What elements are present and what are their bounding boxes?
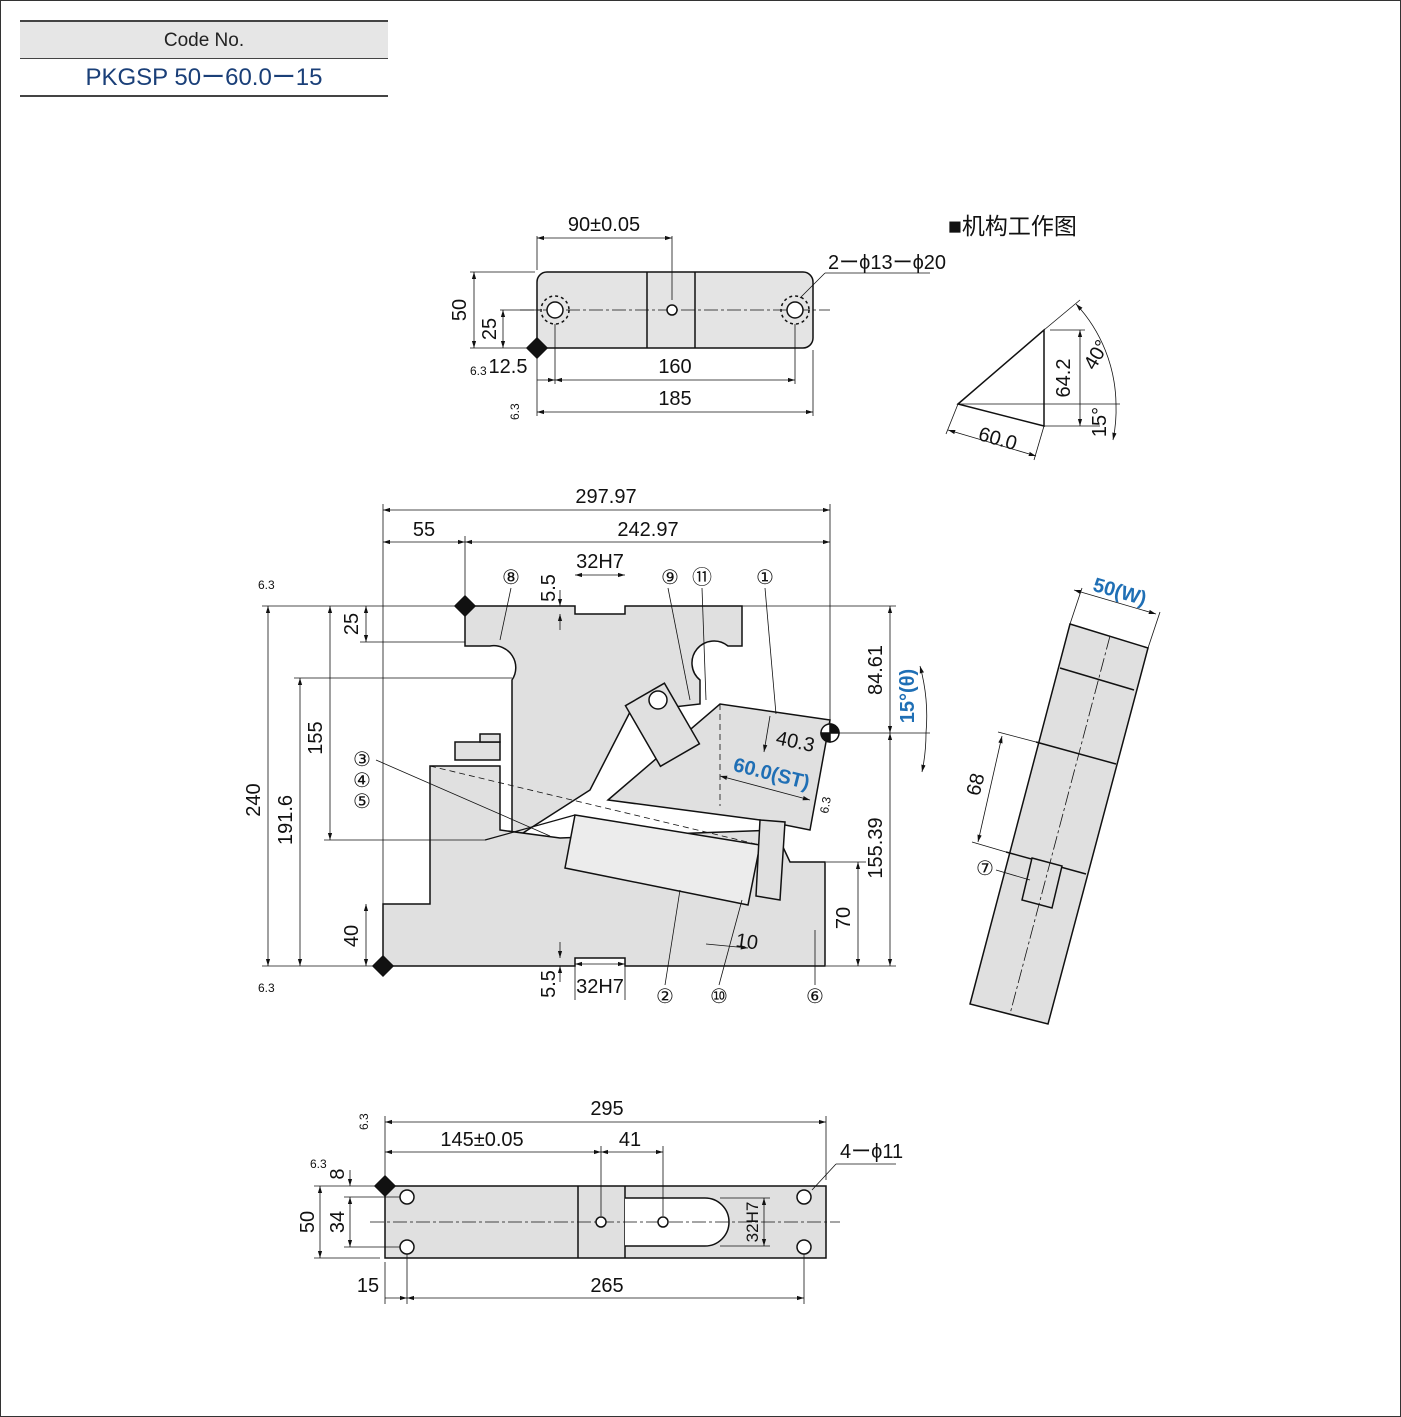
part-10: ⑩ (710, 986, 728, 1008)
bottom-view (314, 1116, 896, 1304)
dim-50-top: 50 (449, 299, 471, 321)
dim-68: 68 (963, 771, 990, 798)
roughness-mark: 6.3 (817, 795, 834, 814)
dim-297-97: 297.97 (575, 486, 636, 508)
roughness-mark: 6.3 (357, 1113, 371, 1130)
top-view (470, 235, 930, 416)
mechanism-title: ■机构工作图 (948, 213, 1077, 239)
dim-50-bottom: 50 (297, 1211, 319, 1233)
part-8: ⑧ (502, 567, 520, 589)
dim-15: 15 (357, 1275, 379, 1297)
roughness-mark: 6.3 (508, 403, 522, 420)
roughness-mark: 6.3 (470, 364, 487, 378)
dim-240: 240 (243, 783, 265, 816)
part-6: ⑥ (806, 986, 824, 1008)
dim-5-5-top: 5.5 (538, 574, 560, 602)
dim-145: 145±0.05 (440, 1129, 523, 1151)
side-view (969, 587, 1161, 1025)
dim-theta: 15°(θ) (897, 669, 919, 723)
dim-60-0: 60.0 (976, 423, 1019, 455)
dim-40-deg: 40° (1080, 336, 1114, 373)
dim-191-6: 191.6 (275, 795, 297, 845)
dim-55: 55 (413, 519, 435, 541)
dim-5-5-bottom: 5.5 (538, 970, 560, 998)
part-11: ⑪ (692, 566, 712, 589)
dim-90: 90±0.05 (568, 214, 640, 236)
mechanism-triangle (945, 299, 1120, 461)
dim-185: 185 (658, 388, 691, 410)
dim-holes-bottom: 4ーϕ11 (840, 1141, 903, 1163)
roughness-mark: 6.3 (258, 578, 275, 592)
dim-32h7-top: 32H7 (576, 551, 624, 573)
dim-25-top: 25 (479, 318, 501, 340)
dim-64-2: 64.2 (1053, 359, 1075, 398)
dim-70: 70 (833, 907, 855, 929)
dim-160: 160 (658, 356, 691, 378)
roughness-mark: 6.3 (310, 1157, 327, 1171)
dim-10: 10 (734, 930, 759, 955)
part-3: ③ (353, 749, 371, 771)
front-view (262, 504, 930, 1000)
dim-holes-top: 2ーϕ13ーϕ20 (828, 252, 946, 274)
dim-32h7-slot: 32H7 (743, 1202, 762, 1243)
part-1: ① (756, 567, 774, 589)
dim-242-97: 242.97 (617, 519, 678, 541)
part-7: ⑦ (976, 858, 994, 880)
dim-32h7-bottom: 32H7 (576, 976, 624, 998)
part-5: ⑤ (353, 791, 371, 813)
roughness-mark: 6.3 (258, 981, 275, 995)
dim-155-39: 155.39 (865, 817, 887, 878)
dim-width: 50(W) (1090, 574, 1148, 610)
code-label: Code No. (20, 20, 388, 59)
code-value: PKGSP 50ー60.0ー15 (20, 59, 388, 97)
dim-41: 41 (619, 1129, 641, 1151)
dim-84-61: 84.61 (865, 645, 887, 695)
part-2: ② (656, 986, 674, 1008)
part-9: ⑨ (661, 567, 679, 589)
dim-295: 295 (590, 1098, 623, 1120)
part-4: ④ (353, 770, 371, 792)
dim-40-front: 40 (341, 925, 363, 947)
dim-12-5: 12.5 (489, 356, 528, 378)
dim-15-deg: 15° (1089, 407, 1111, 437)
dim-265: 265 (590, 1275, 623, 1297)
dim-34: 34 (327, 1211, 349, 1233)
code-number-box: Code No. PKGSP 50ー60.0ー15 (20, 20, 388, 97)
dim-155: 155 (305, 721, 327, 754)
dim-8: 8 (327, 1168, 349, 1179)
dim-25-front: 25 (341, 613, 363, 635)
